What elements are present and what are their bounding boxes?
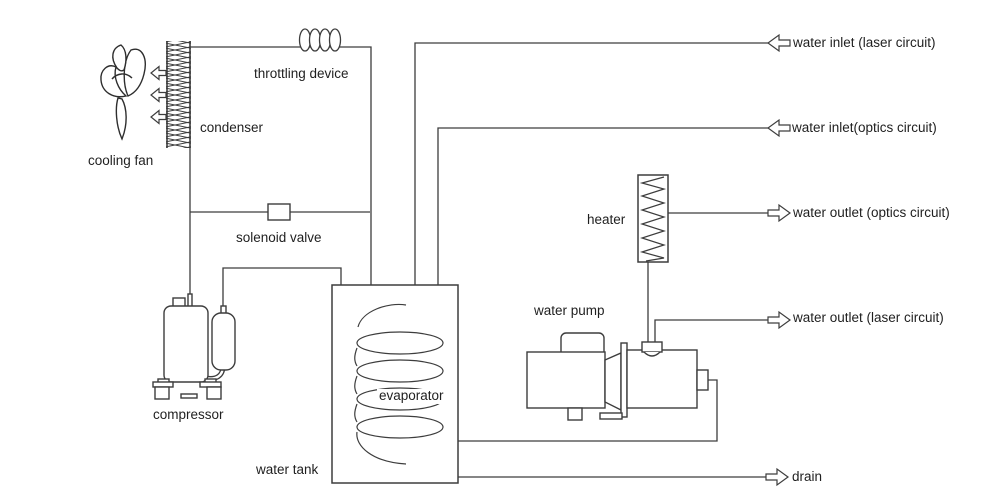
pipe-water-inlet-optics xyxy=(437,127,768,285)
label-water-inlet-optics: water inlet(optics circuit) xyxy=(792,120,937,135)
refrigerant-pipes xyxy=(189,46,372,307)
airflow-arrow-icon xyxy=(150,109,167,125)
label-evaporator: evaporator xyxy=(377,388,446,404)
label-water-tank: water tank xyxy=(256,462,319,477)
pump-base-bar xyxy=(599,412,623,420)
pipe-condenser-to-throttle-to-evaporator xyxy=(191,46,372,285)
water-pipes xyxy=(414,42,768,478)
airflow-arrow-icon xyxy=(150,65,167,81)
label-throttling-device: throttling device xyxy=(254,66,349,81)
pump-cone xyxy=(604,351,622,412)
label-water-pump: water pump xyxy=(534,303,605,318)
label-water-inlet-laser: water inlet (laser circuit) xyxy=(793,35,936,50)
pump-top-fitting xyxy=(641,341,663,353)
airflow-arrows xyxy=(150,65,167,125)
airflow-arrow-icon xyxy=(150,87,167,103)
drain-arrow-icon xyxy=(765,467,790,487)
label-water-outlet-optics: water outlet (optics circuit) xyxy=(793,205,950,220)
pipe-pump-to-laser-outlet xyxy=(654,319,768,342)
label-drain: drain xyxy=(792,469,823,484)
condenser-coil-icon xyxy=(166,41,191,148)
accumulator xyxy=(211,312,236,371)
cooling-fan-icon xyxy=(100,44,146,141)
compressor-discharge-stub xyxy=(187,293,193,308)
water-inlet-optics-arrow-icon xyxy=(766,118,791,138)
heater-element xyxy=(639,176,667,262)
water-outlet-optics-arrow-icon xyxy=(767,203,792,223)
label-condenser: condenser xyxy=(200,120,264,135)
pipe-water-inlet-laser xyxy=(414,42,768,285)
pump-head xyxy=(626,349,698,409)
throttling-device-coil-icon xyxy=(298,28,342,52)
pump-backplate xyxy=(620,342,628,418)
water-inlet-laser-arrow-icon xyxy=(766,33,791,53)
pump-fitting-dome xyxy=(643,351,661,357)
solenoid-valve-icon xyxy=(267,203,291,221)
pump-motor-body xyxy=(526,351,606,409)
water-tank-icon xyxy=(331,284,459,484)
label-cooling-fan: cooling fan xyxy=(88,153,154,168)
port-arrows xyxy=(765,33,792,487)
water-pump-icon xyxy=(526,332,709,421)
label-solenoid-valve: solenoid valve xyxy=(236,230,322,245)
label-compressor: compressor xyxy=(153,407,224,422)
pump-outlet-port xyxy=(696,369,709,391)
compressor-icon xyxy=(152,293,236,400)
compressor-feet xyxy=(152,378,222,400)
pump-foot xyxy=(567,407,583,421)
pipe-evaporator-to-compressor xyxy=(222,267,342,307)
label-water-outlet-laser: water outlet (laser circuit) xyxy=(793,310,944,325)
water-outlet-laser-arrow-icon xyxy=(767,310,792,330)
compressor-body xyxy=(163,305,209,383)
pipe-tank-to-pump xyxy=(458,379,718,442)
label-heater: heater xyxy=(587,212,626,227)
heater-icon xyxy=(637,174,669,263)
